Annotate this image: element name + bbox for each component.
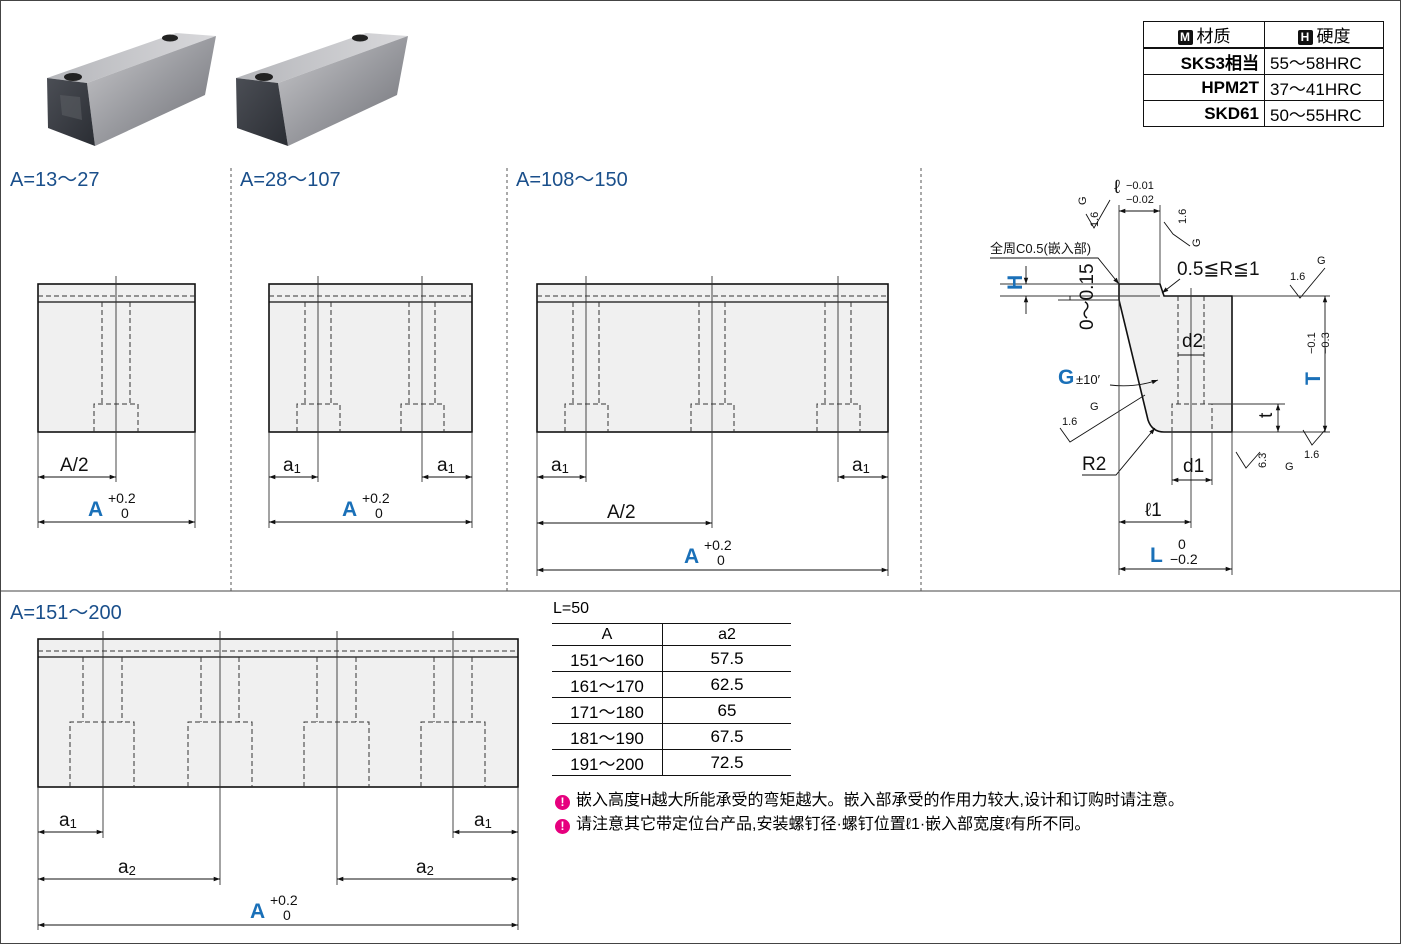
svg-text:1.6: 1.6: [1290, 271, 1305, 283]
dim-half-label: A/2: [607, 502, 636, 523]
view-title: A=28～107: [240, 169, 341, 191]
dim-T: T: [1302, 372, 1325, 385]
svg-text:a1: a1: [59, 810, 77, 831]
svg-text:a1: a1: [283, 455, 301, 476]
dim-A-tol-low: 0: [283, 907, 291, 923]
svg-text:G: G: [1090, 401, 1099, 413]
note-item: !请注意其它带定位台产品,安装螺钉径·螺钉位置ℓ1·嵌入部宽度ℓ有所不同。: [555, 814, 1184, 838]
dim-A-tol-up: +0.2: [362, 490, 390, 506]
svg-text:a2: a2: [118, 857, 136, 878]
dim-l: ℓ: [1114, 177, 1120, 198]
svg-text:−0.2: −0.2: [1170, 551, 1198, 567]
product-photo: [236, 33, 408, 146]
dim-A-tol-low: 0: [121, 505, 129, 521]
dim-A-tol-low: 0: [717, 552, 725, 568]
dim-A-label: A: [250, 900, 265, 923]
svg-text:G: G: [1317, 255, 1326, 267]
dim-A-tol-low: 0: [375, 505, 383, 521]
hardness-badge-icon: H: [1297, 30, 1313, 45]
svg-text:6.3: 6.3: [1257, 453, 1269, 468]
svg-text:a2: a2: [416, 857, 434, 878]
svg-text:ℓ1: ℓ1: [1145, 500, 1162, 521]
dim-t: t: [1256, 412, 1277, 418]
svg-text:−0.02: −0.02: [1126, 194, 1154, 206]
dim-A-label: A: [684, 545, 699, 568]
dim-offset: 0～0.15: [1077, 263, 1098, 330]
svg-text:±10′: ±10′: [1076, 372, 1101, 387]
chamfer-note: 全周C0.5(嵌入部): [990, 241, 1091, 256]
warning-icon: !: [555, 795, 570, 810]
view-a13-27: A/2 A +0.2 0: [37, 276, 196, 528]
svg-text:−0.01: −0.01: [1126, 180, 1154, 192]
svg-text:d1: d1: [1183, 456, 1204, 477]
material-badge-icon: M: [1177, 30, 1193, 45]
svg-text:0: 0: [1178, 536, 1186, 552]
svg-text:1.6: 1.6: [1089, 212, 1101, 227]
svg-text:a1: a1: [852, 455, 870, 476]
dim-A-tol-up: +0.2: [108, 490, 136, 506]
svg-text:−0.3: −0.3: [1320, 332, 1332, 354]
svg-text:a1: a1: [551, 455, 569, 476]
dim-L: L: [1150, 544, 1163, 567]
svg-text:1.6: 1.6: [1304, 449, 1319, 461]
dim-H: H: [1004, 275, 1027, 290]
note-item: !嵌入高度H越大所能承受的弯矩越大。嵌入部承受的作用力较大,设计和订购时请注意。: [555, 790, 1184, 814]
svg-text:G: G: [1285, 461, 1294, 473]
dim-A-label: A: [88, 498, 103, 521]
product-photo: [47, 33, 216, 146]
svg-text:d2: d2: [1182, 331, 1203, 352]
view-a151-200: a1 a1 a2 a2 A +0.2 0: [37, 631, 519, 930]
a2-table-caption: L=50: [553, 600, 590, 617]
svg-text:−0.1: −0.1: [1306, 332, 1318, 354]
dim-A-tol-up: +0.2: [704, 537, 732, 553]
notes: !嵌入高度H越大所能承受的弯矩越大。嵌入部承受的作用力较大,设计和订购时请注意。…: [555, 790, 1184, 838]
dim-A-label: A: [342, 498, 357, 521]
dim-R2: R2: [1082, 454, 1106, 475]
svg-text:a1: a1: [474, 810, 492, 831]
view-title: A=151～200: [10, 602, 122, 624]
view-title: A=13～27: [10, 169, 100, 191]
dim-half-label: A/2: [60, 455, 89, 476]
radius-note: 0.5≦R≦1: [1177, 259, 1260, 280]
svg-text:G: G: [1191, 238, 1203, 247]
cross-section: ℓ −0.01 −0.02 1.6 G 1.6 G 全周C0.5(嵌入部) 0.…: [990, 177, 1332, 575]
svg-text:1.6: 1.6: [1062, 416, 1077, 428]
dim-G: G: [1058, 366, 1074, 389]
dim-A-tol-up: +0.2: [270, 892, 298, 908]
svg-text:G: G: [1077, 196, 1089, 205]
warning-icon: !: [555, 819, 570, 834]
svg-text:a1: a1: [437, 455, 455, 476]
view-a108-150: a1 a1 A/2 A +0.2 0: [536, 276, 889, 576]
svg-text:1.6: 1.6: [1177, 209, 1189, 224]
view-title: A=108～150: [516, 169, 628, 191]
view-a28-107: a1 a1 A +0.2 0: [268, 276, 473, 528]
